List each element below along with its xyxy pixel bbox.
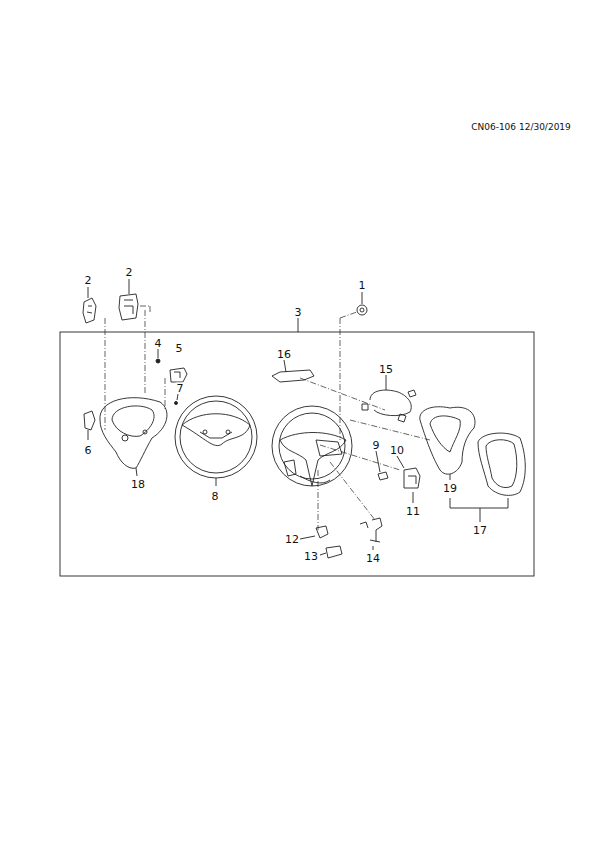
callout-number: 4	[154, 338, 163, 349]
callout-number: 19	[442, 483, 458, 494]
callout-number: 16	[276, 349, 292, 360]
callout-number: 11	[405, 506, 421, 517]
callout-number: 7	[176, 383, 185, 394]
callout-number: 5	[175, 343, 184, 354]
callout-number: 15	[378, 364, 394, 375]
callout-number: 1	[358, 280, 367, 291]
callout-number: 8	[211, 491, 220, 502]
callout-number: 17	[472, 525, 488, 536]
callout-number: 3	[294, 307, 303, 318]
callout-number: 12	[284, 534, 300, 545]
callout-number: 18	[130, 479, 146, 490]
drawing-code: CN06-106 12/30/2019	[470, 123, 572, 132]
group-frame	[60, 332, 534, 576]
callout-number: 2	[84, 275, 93, 286]
callout-number: 2	[125, 267, 134, 278]
callout-number: 13	[303, 551, 319, 562]
callout-number: 6	[84, 445, 93, 456]
callout-number: 14	[365, 553, 381, 564]
callout-number: 9	[372, 440, 381, 451]
callout-number: 10	[389, 445, 405, 456]
